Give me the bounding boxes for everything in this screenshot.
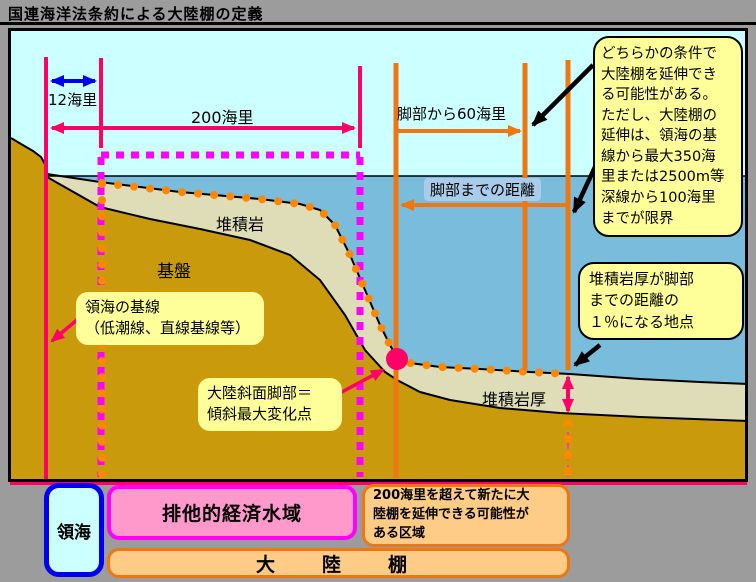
arrow-extension-1 bbox=[531, 63, 595, 127]
basement-land bbox=[11, 138, 745, 479]
label-12nm: 12海里 bbox=[48, 91, 98, 109]
page-title: 国連海洋法条約による大陸棚の定義 bbox=[8, 5, 264, 23]
diagram-underline bbox=[10, 482, 747, 485]
seabed-line bbox=[46, 173, 745, 385]
slope-foot-point bbox=[386, 348, 408, 370]
arrow-extension-2 bbox=[571, 166, 598, 214]
callout-extension-limit: どちらかの条件で 大陸棚を延伸でき る可能性がある。 ただし、大陸棚の 延伸は、… bbox=[593, 36, 743, 238]
label-200nm: 200海里 bbox=[191, 108, 254, 127]
label-sediment-thickness: 堆積岩厚 bbox=[482, 390, 547, 409]
label-basement: 基盤 bbox=[157, 262, 191, 282]
arrow-slope-foot-callout bbox=[339, 368, 385, 395]
callout-slope-foot: 大陸斜面脚部＝ 傾斜最大変化点 bbox=[198, 378, 342, 431]
label-foot-distance: 脚部までの距離 bbox=[424, 178, 542, 201]
zone-continental-shelf: 大 陸 棚 bbox=[107, 548, 570, 578]
label-sediment: 堆積岩 bbox=[216, 215, 265, 234]
arrow-baseline-callout bbox=[50, 317, 80, 343]
title-underline bbox=[0, 22, 756, 25]
callout-baseline: 領海の基線 （低潮線、直線基線等） bbox=[76, 292, 264, 345]
zone-territorial-sea: 領海 bbox=[44, 483, 104, 577]
eez-dashed-boundary bbox=[97, 151, 364, 477]
zone-extension-area: 200海里を超えて新たに大 陸棚を延伸できる可能性が ある区域 bbox=[362, 484, 570, 547]
callout-one-percent: 堆積岩厚が脚部 までの距離の １％になる地点 bbox=[578, 262, 744, 340]
label-60nm-from-foot: 脚部から60海里 bbox=[397, 105, 507, 123]
arrow-one-percent bbox=[573, 343, 602, 367]
zone-eez: 排他的経済水域 bbox=[107, 485, 357, 540]
basement-line bbox=[46, 176, 745, 422]
diagram-canvas: 12海里 200海里 脚部から60海里 脚部までの距離 堆積岩 基盤 堆積岩厚 … bbox=[8, 28, 748, 482]
